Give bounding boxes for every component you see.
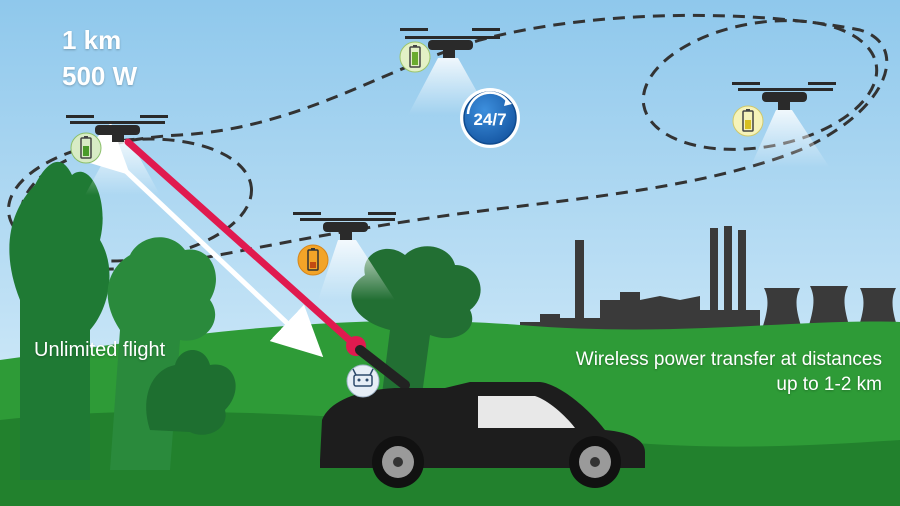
badge-text: 24/7 [473,110,506,129]
battery-icon-top [399,41,431,73]
drone-left [66,115,168,142]
wireless-power-caption: Wireless power transfer at distances up … [576,347,882,397]
battery-icon-right [732,105,764,137]
unlimited-flight-caption: Unlimited flight [34,339,166,361]
emitter-arm [355,345,410,390]
wireless-power-caption-line2: up to 1-2 km [776,374,882,395]
specs-block: 1 km 500 W [62,22,137,94]
distance-spec: 1 km [62,25,122,55]
pickup-truck [320,382,645,488]
wireless-power-caption-line1: Wireless power transfer at distances [575,349,882,370]
battery-icon-low [297,244,329,276]
remote-controller-icon [346,364,380,398]
drone-right [732,82,836,110]
power-spec: 500 W [62,61,138,91]
battery-icon-left [70,132,102,164]
drone-low [293,212,396,240]
drone-top [400,28,500,58]
laser-beam [124,138,360,350]
always-on-badge-icon: 24/7 [460,88,520,148]
distance-arrow [76,122,324,358]
